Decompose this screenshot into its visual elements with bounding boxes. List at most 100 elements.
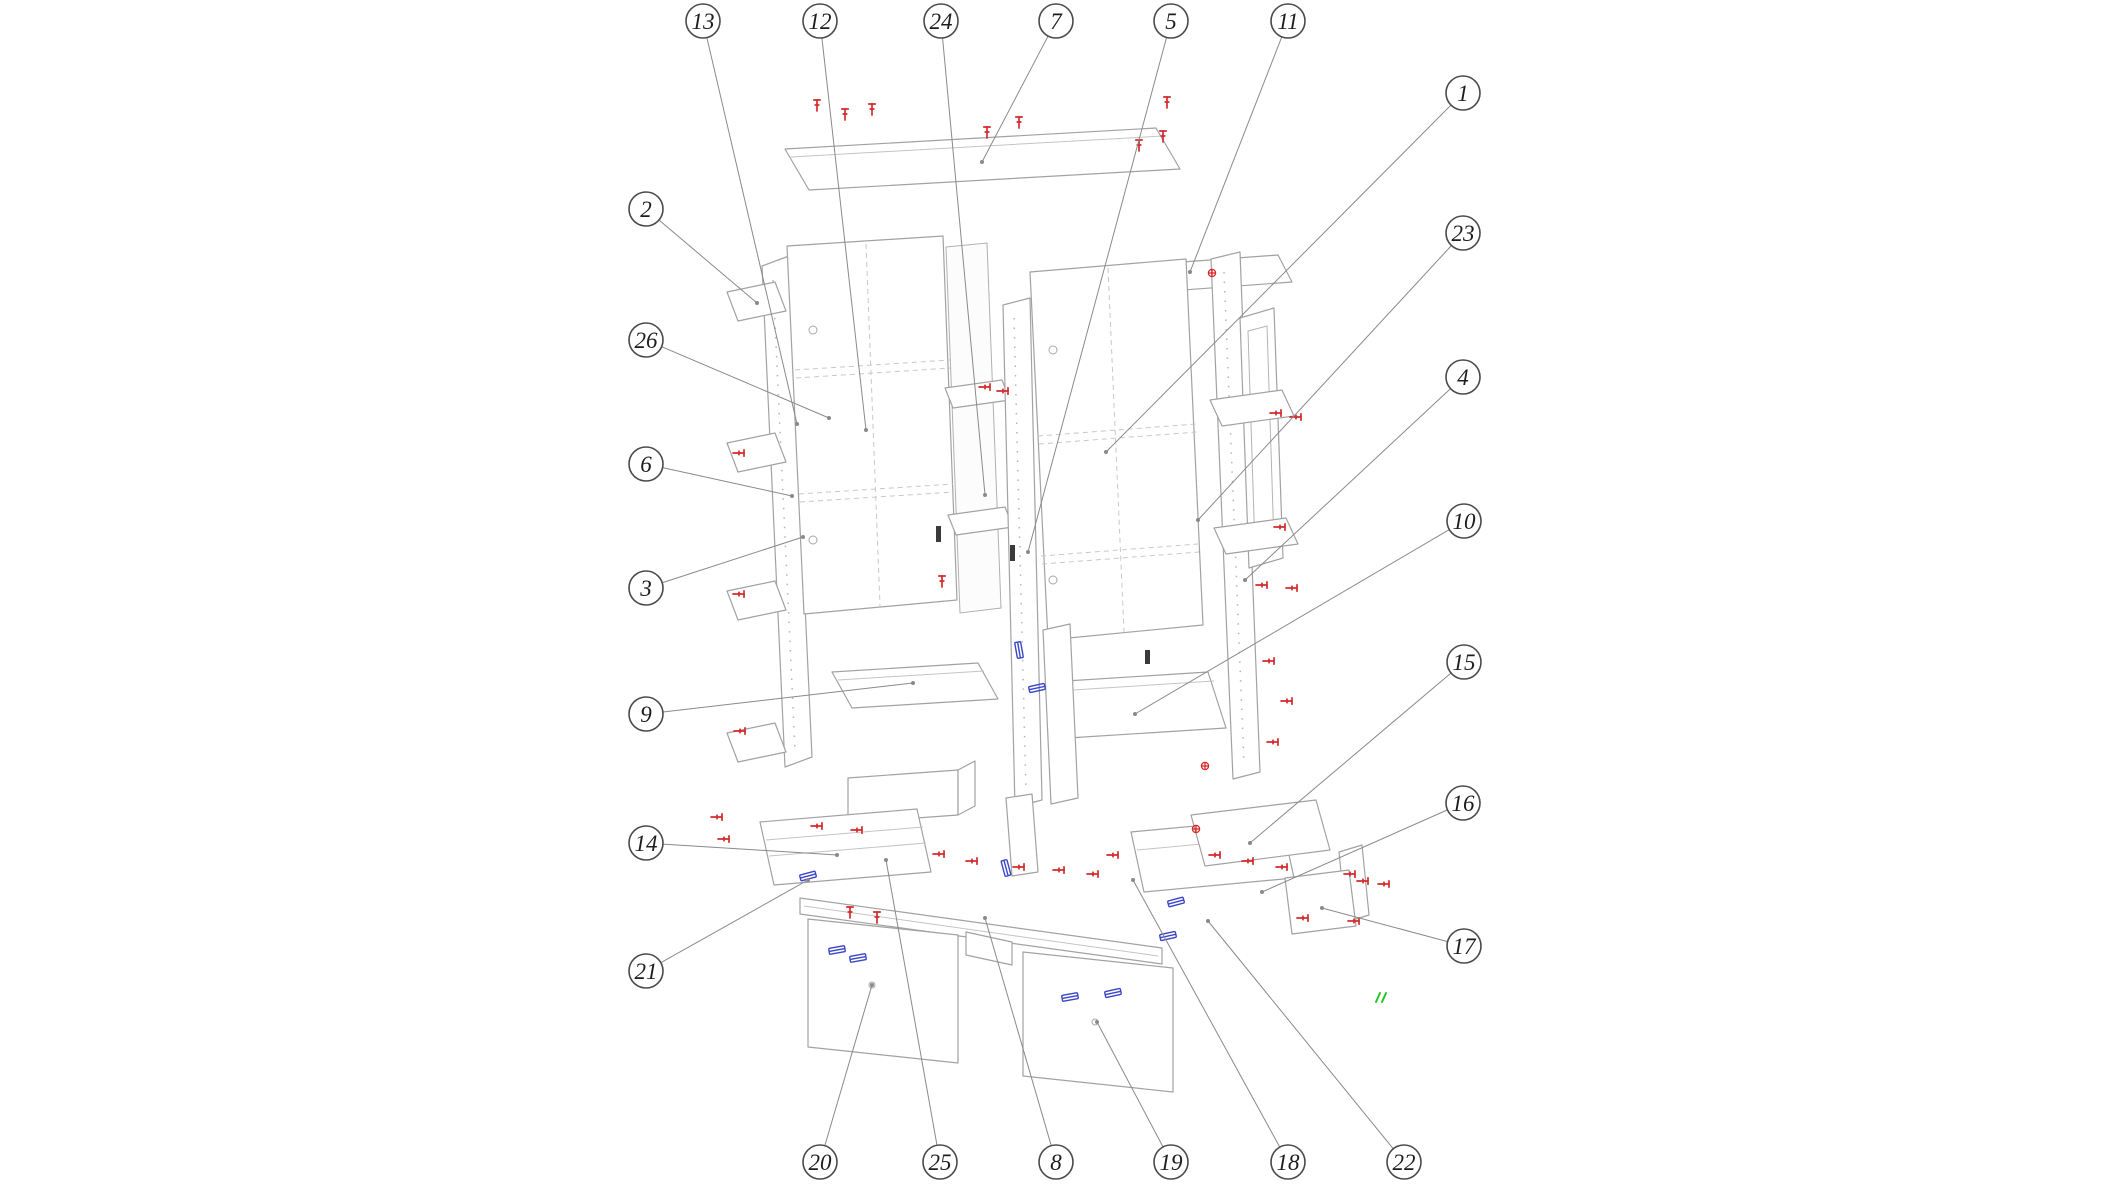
leader-line-18 — [1132, 879, 1281, 1148]
callout-number-26: 26 — [635, 328, 659, 353]
part-top-plank — [784, 127, 1181, 191]
callouts: 1234567891011121314151617181920212223242… — [628, 3, 1482, 1180]
leader-endpoint-20 — [870, 983, 874, 987]
leader-endpoint-1 — [1104, 450, 1108, 454]
callout-11: 11 — [1270, 3, 1306, 39]
callout-17: 17 — [1446, 928, 1482, 964]
callout-circle-7 — [1038, 3, 1074, 39]
callout-13: 13 — [685, 3, 721, 39]
screw-icon — [1162, 96, 1172, 109]
leader-line-12 — [821, 37, 867, 431]
callout-number-20: 20 — [809, 1150, 833, 1175]
leader-line-20 — [824, 984, 873, 1146]
leader-line-17 — [1321, 907, 1448, 943]
callout-circle-11 — [1270, 3, 1306, 39]
leader-endpoint-26 — [827, 416, 831, 420]
callout-circle-22 — [1386, 1144, 1422, 1180]
callout-number-8: 8 — [1050, 1150, 1062, 1175]
callout-circle-15 — [1446, 644, 1482, 680]
cam-lock-icon — [1200, 761, 1210, 771]
leader-endpoint-16 — [1260, 890, 1264, 894]
leader-endpoint-21 — [806, 878, 810, 882]
screw-icon — [932, 849, 945, 859]
leader-endpoint-22 — [1206, 919, 1210, 923]
leader-endpoint-17 — [1320, 906, 1324, 910]
callout-22: 22 — [1386, 1144, 1422, 1180]
screw-icon — [1377, 879, 1390, 889]
callout-8: 8 — [1038, 1144, 1074, 1180]
callout-1: 1 — [1445, 75, 1481, 111]
leader-endpoint-12 — [864, 428, 868, 432]
callout-number-12: 12 — [809, 9, 832, 34]
leader-endpoint-11 — [1188, 270, 1192, 274]
leader-endpoint-24 — [983, 493, 987, 497]
leader-line-8 — [984, 917, 1052, 1146]
leader-line-21 — [660, 879, 809, 964]
callout-circle-2 — [628, 191, 664, 227]
leader-line-24 — [942, 37, 986, 496]
leader-line-25 — [885, 859, 938, 1146]
callout-14: 14 — [628, 825, 664, 861]
callout-circle-3 — [628, 570, 664, 606]
callout-number-21: 21 — [635, 959, 658, 984]
callout-7: 7 — [1038, 3, 1074, 39]
part-bottom-left-door — [807, 918, 959, 1064]
screw-icon — [1086, 869, 1099, 879]
callout-number-7: 7 — [1050, 9, 1063, 34]
leader-line-7 — [981, 35, 1049, 163]
callout-19: 19 — [1153, 1144, 1189, 1180]
callout-number-4: 4 — [1457, 365, 1469, 390]
leader-line-15 — [1249, 672, 1452, 844]
callout-number-1: 1 — [1457, 81, 1469, 106]
door-handles — [936, 526, 1150, 664]
leader-endpoint-7 — [980, 160, 984, 164]
leader-line-5 — [1027, 37, 1168, 553]
leader-line-3 — [662, 536, 804, 584]
leader-endpoint-18 — [1131, 878, 1135, 882]
fitting-bracket-icon — [1000, 858, 1012, 878]
callout-21: 21 — [628, 953, 664, 989]
screw-icon — [1255, 580, 1268, 590]
callout-circle-1 — [1445, 75, 1481, 111]
leader-endpoint-5 — [1026, 550, 1030, 554]
callout-number-16: 16 — [1452, 791, 1476, 816]
callout-23: 23 — [1445, 215, 1481, 251]
leader-endpoint-2 — [755, 301, 759, 305]
callout-3: 3 — [628, 570, 664, 606]
leader-line-23 — [1197, 245, 1452, 521]
leader-line-22 — [1207, 920, 1394, 1150]
leader-line-2 — [658, 219, 758, 304]
callout-10: 10 — [1446, 503, 1482, 539]
callout-circle-20 — [802, 1144, 838, 1180]
green-marks — [1375, 992, 1387, 1003]
callout-circle-24 — [923, 3, 959, 39]
part-centre-piece — [1005, 793, 1039, 877]
callout-number-22: 22 — [1393, 1150, 1416, 1175]
callout-circle-13 — [685, 3, 721, 39]
part-connector-board — [965, 931, 1013, 966]
leader-line-11 — [1189, 36, 1283, 273]
callout-4: 4 — [1445, 359, 1481, 395]
part-right-frame-panel — [1239, 307, 1284, 569]
part-lower-divider — [1042, 623, 1079, 805]
callout-number-17: 17 — [1453, 934, 1478, 959]
screw-icon — [1014, 116, 1024, 129]
leader-endpoint-3 — [801, 535, 805, 539]
callout-circle-4 — [1445, 359, 1481, 395]
callout-number-11: 11 — [1277, 9, 1298, 34]
leader-line-26 — [661, 346, 830, 419]
callout-number-10: 10 — [1453, 509, 1477, 534]
screw-icon — [965, 856, 978, 866]
leader-endpoint-6 — [790, 494, 794, 498]
callout-number-19: 19 — [1160, 1150, 1184, 1175]
screw-icon — [982, 126, 992, 139]
cabinet-line-art — [726, 127, 1370, 1093]
callout-number-13: 13 — [692, 9, 715, 34]
leader-line-16 — [1261, 809, 1448, 893]
callout-number-5: 5 — [1165, 9, 1177, 34]
callout-number-3: 3 — [639, 576, 652, 601]
part-centre-divider — [1002, 297, 1043, 808]
callout-18: 18 — [1270, 1144, 1306, 1180]
leader-endpoint-14 — [835, 853, 839, 857]
